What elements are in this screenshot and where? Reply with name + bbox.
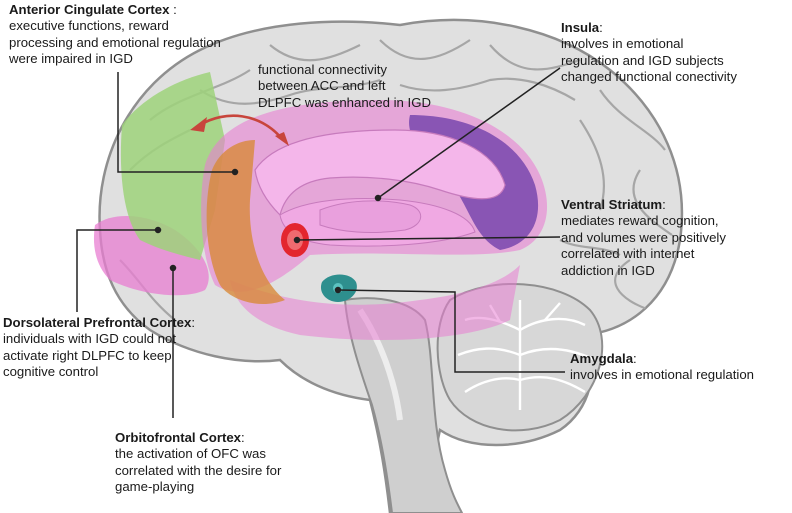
ofc-title: Orbitofrontal Cortex [115, 430, 242, 445]
dlpfc-leader-line [76, 229, 158, 312]
annotation-amygdala: Amygdala: involves in emotional regulati… [570, 351, 788, 384]
dlpfc-description: individuals with IGD could not activate … [3, 331, 176, 380]
ventral-striatum-title-suffix: : [662, 197, 666, 212]
acc-description: executive functions, reward processing a… [9, 18, 221, 67]
leader-lines [76, 67, 565, 418]
insula-title: Insula [561, 20, 600, 35]
acc-title-suffix: : [169, 2, 177, 17]
ofc-description: the activation of OFC was correlated wit… [115, 446, 282, 495]
acc-leader-line [117, 72, 235, 173]
dlpfc-title-suffix: : [191, 315, 196, 330]
acc-title: Anterior Cingulate Cortex [9, 2, 170, 17]
annotation-ofc: Orbitofrontal Cortex: the activation of … [115, 430, 345, 496]
amygdala-title: Amygdala [570, 351, 634, 366]
amygdala-title-suffix: : [633, 351, 637, 366]
insula-description: involves in emotional regulation and IGD… [561, 36, 737, 85]
dlpfc-title: Dorsolateral Prefrontal Cortex [3, 315, 192, 330]
connectivity-description: functional connectivity between ACC and … [258, 62, 431, 110]
ventral-striatum-leader-line [296, 236, 561, 241]
annotation-acc: Anterior Cingulate Cortex : executive fu… [9, 2, 289, 68]
amygdala-description: involves in emotional regulation [570, 367, 755, 383]
region-cingulate-orange [206, 140, 285, 305]
ventral-striatum-description: mediates reward cognition, and volumes w… [561, 213, 726, 278]
ofc-title-suffix: : [241, 430, 245, 445]
annotation-connectivity: functional connectivity between ACC and … [258, 62, 478, 111]
insula-title-suffix: : [599, 20, 603, 35]
region-dlpfc [120, 72, 225, 260]
annotation-ventral-striatum: Ventral Striatum: mediates reward cognit… [561, 197, 786, 279]
connectivity-arrow [190, 114, 289, 146]
annotation-insula: Insula: involves in emotional regulation… [561, 20, 786, 86]
annotation-dlpfc: Dorsolateral Prefrontal Cortex: individu… [3, 315, 253, 381]
insula-leader-line [377, 67, 561, 199]
amygdala-leader-line [337, 289, 565, 373]
ventral-striatum-title: Ventral Striatum [561, 197, 663, 212]
